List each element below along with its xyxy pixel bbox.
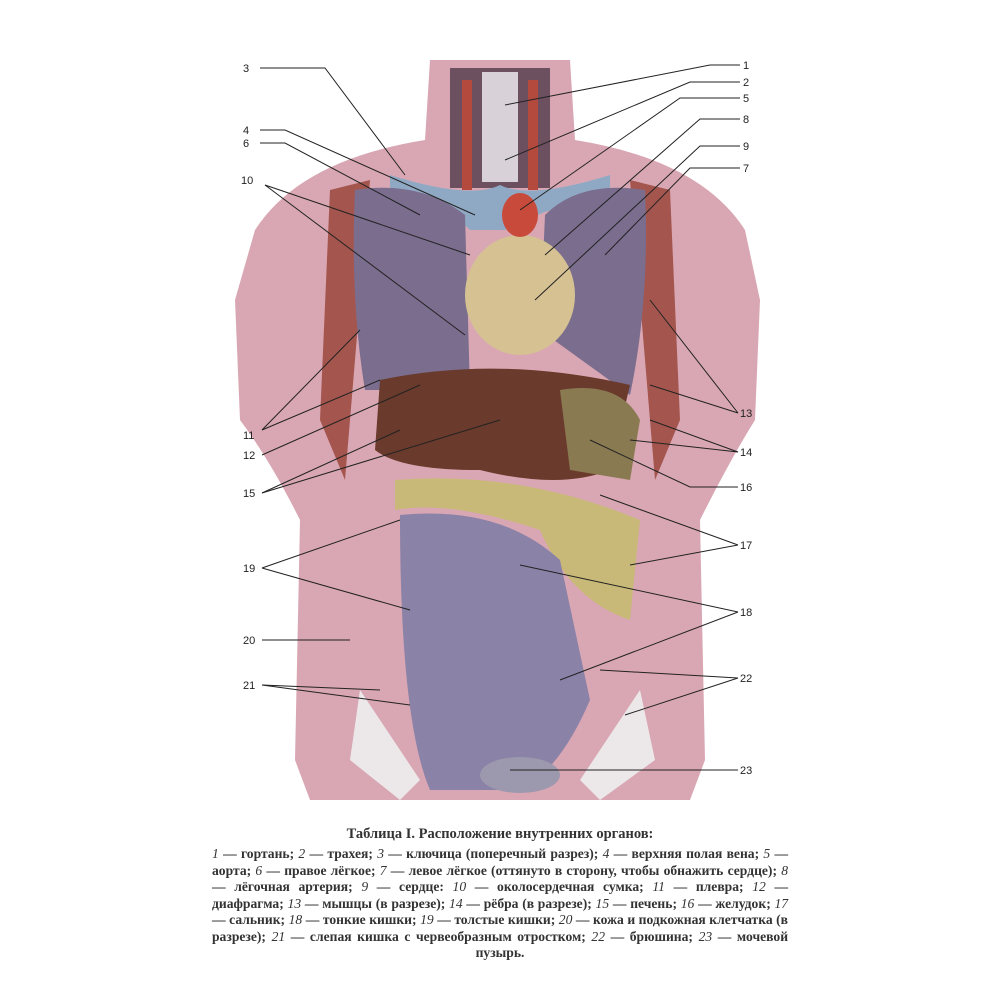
trachea bbox=[482, 72, 518, 182]
legend-text: тонкие кишки; bbox=[322, 912, 417, 927]
legend-number: 16 bbox=[680, 895, 695, 911]
label-2: 2 bbox=[743, 77, 749, 89]
legend-number: 4 bbox=[602, 846, 610, 861]
leader-lines bbox=[260, 64, 740, 771]
legend-text: диафрагма; bbox=[212, 895, 284, 911]
label-12: 12 bbox=[243, 450, 255, 462]
legend-text: аорта; bbox=[212, 862, 252, 878]
legend-number: 13 bbox=[287, 895, 302, 911]
legend-text: толстые кишки; bbox=[454, 912, 556, 927]
label-15: 15 bbox=[243, 488, 255, 500]
legend-number: 23 bbox=[698, 928, 713, 944]
label-17: 17 bbox=[740, 540, 752, 552]
label-10: 10 bbox=[241, 175, 253, 187]
legend-number: 21 bbox=[271, 928, 286, 944]
legend-number: 12 bbox=[752, 879, 766, 894]
legend-number: 10 bbox=[452, 879, 467, 894]
label-7: 7 bbox=[743, 163, 749, 175]
label-9: 9 bbox=[743, 141, 749, 153]
legend-number: 9 bbox=[361, 879, 369, 894]
legend-number: 8 bbox=[781, 862, 788, 878]
legend-text: сердце: bbox=[399, 879, 444, 894]
legend-text: рёбра (в разрезе); bbox=[483, 895, 592, 911]
legend-number: 15 bbox=[595, 895, 610, 911]
figure-caption: Таблица I. Расположение внутренних орган… bbox=[212, 826, 788, 962]
legend-text: слепая кишка с червеобразным отростком; bbox=[309, 928, 586, 944]
omentum bbox=[395, 478, 640, 620]
label-5: 5 bbox=[743, 93, 749, 105]
label-4: 4 bbox=[243, 125, 249, 137]
label-8: 8 bbox=[743, 114, 749, 126]
label-20: 20 bbox=[243, 635, 255, 647]
legend-text: правое лёгкое; bbox=[284, 862, 376, 878]
label-14: 14 bbox=[740, 447, 752, 459]
aorta bbox=[502, 193, 538, 237]
legend-text: трахея; bbox=[327, 846, 373, 861]
legend-text: брюшина; bbox=[629, 928, 693, 944]
legend-text: верхняя полая вена; bbox=[631, 846, 760, 861]
label-6: 6 bbox=[243, 138, 249, 150]
label-22: 22 bbox=[740, 673, 752, 685]
legend-text: мочевой пузырь. bbox=[475, 928, 789, 961]
legend-text: сальник; bbox=[229, 912, 286, 927]
label-11: 11 bbox=[243, 430, 254, 442]
label-1: 1 bbox=[743, 60, 749, 72]
legend-number: 17 bbox=[774, 895, 789, 911]
stomach bbox=[560, 388, 640, 480]
legend-text: кожа и подкожная клетчатка (в разрезе); bbox=[212, 912, 789, 944]
legend-text: лёгочная артерия; bbox=[234, 879, 353, 894]
legend-number: 22 bbox=[591, 928, 605, 944]
label-13: 13 bbox=[740, 408, 752, 420]
caption-title: Таблица I. Расположение внутренних орган… bbox=[346, 826, 654, 842]
clavicle-veins bbox=[390, 175, 610, 230]
legend-text: ключица (поперечный разрез); bbox=[406, 846, 599, 861]
legend-text: околосердечная сумка; bbox=[497, 879, 644, 894]
neck bbox=[450, 68, 550, 190]
legend-number: 6 bbox=[255, 862, 263, 878]
legend-number: 7 bbox=[379, 862, 387, 878]
small-intestines bbox=[400, 513, 590, 790]
legend-number: 20 bbox=[558, 912, 573, 927]
label-21: 21 bbox=[243, 680, 255, 692]
legend-text: желудок; bbox=[715, 895, 771, 911]
label-16: 16 bbox=[740, 482, 752, 494]
anatomy-illustration: 3 4 6 10 11 12 15 19 20 21 1 2 5 8 9 7 1… bbox=[235, 60, 760, 800]
caption-legend: 1 — гортань; 2 — трахея; 3 — ключица (по… bbox=[212, 846, 789, 961]
legend-text: левое лёгкое (оттянуто в сторону, чтобы … bbox=[408, 862, 777, 878]
heart bbox=[465, 235, 575, 355]
bladder bbox=[480, 757, 560, 793]
legend-number: 18 bbox=[288, 912, 303, 927]
labels: 3 4 6 10 11 12 15 19 20 21 1 2 5 8 9 7 1… bbox=[241, 60, 752, 777]
label-23: 23 bbox=[740, 765, 752, 777]
label-3: 3 bbox=[243, 63, 249, 75]
right-lung bbox=[353, 187, 470, 390]
legend-text: мышцы (в разрезе); bbox=[322, 895, 446, 911]
legend-number: 14 bbox=[449, 895, 463, 911]
legend-text: гортань; bbox=[240, 846, 295, 861]
legend-number: 19 bbox=[420, 912, 434, 927]
legend-number: 3 bbox=[377, 846, 385, 861]
legend-number: 11 bbox=[652, 879, 665, 894]
legend-number: 5 bbox=[763, 846, 771, 861]
legend-number: 2 bbox=[298, 846, 306, 861]
legend-number: 1 bbox=[212, 846, 219, 861]
label-18: 18 bbox=[740, 607, 752, 619]
label-19: 19 bbox=[243, 563, 255, 575]
legend-text: печень; bbox=[630, 895, 677, 911]
legend-text: плевра; bbox=[695, 879, 744, 894]
